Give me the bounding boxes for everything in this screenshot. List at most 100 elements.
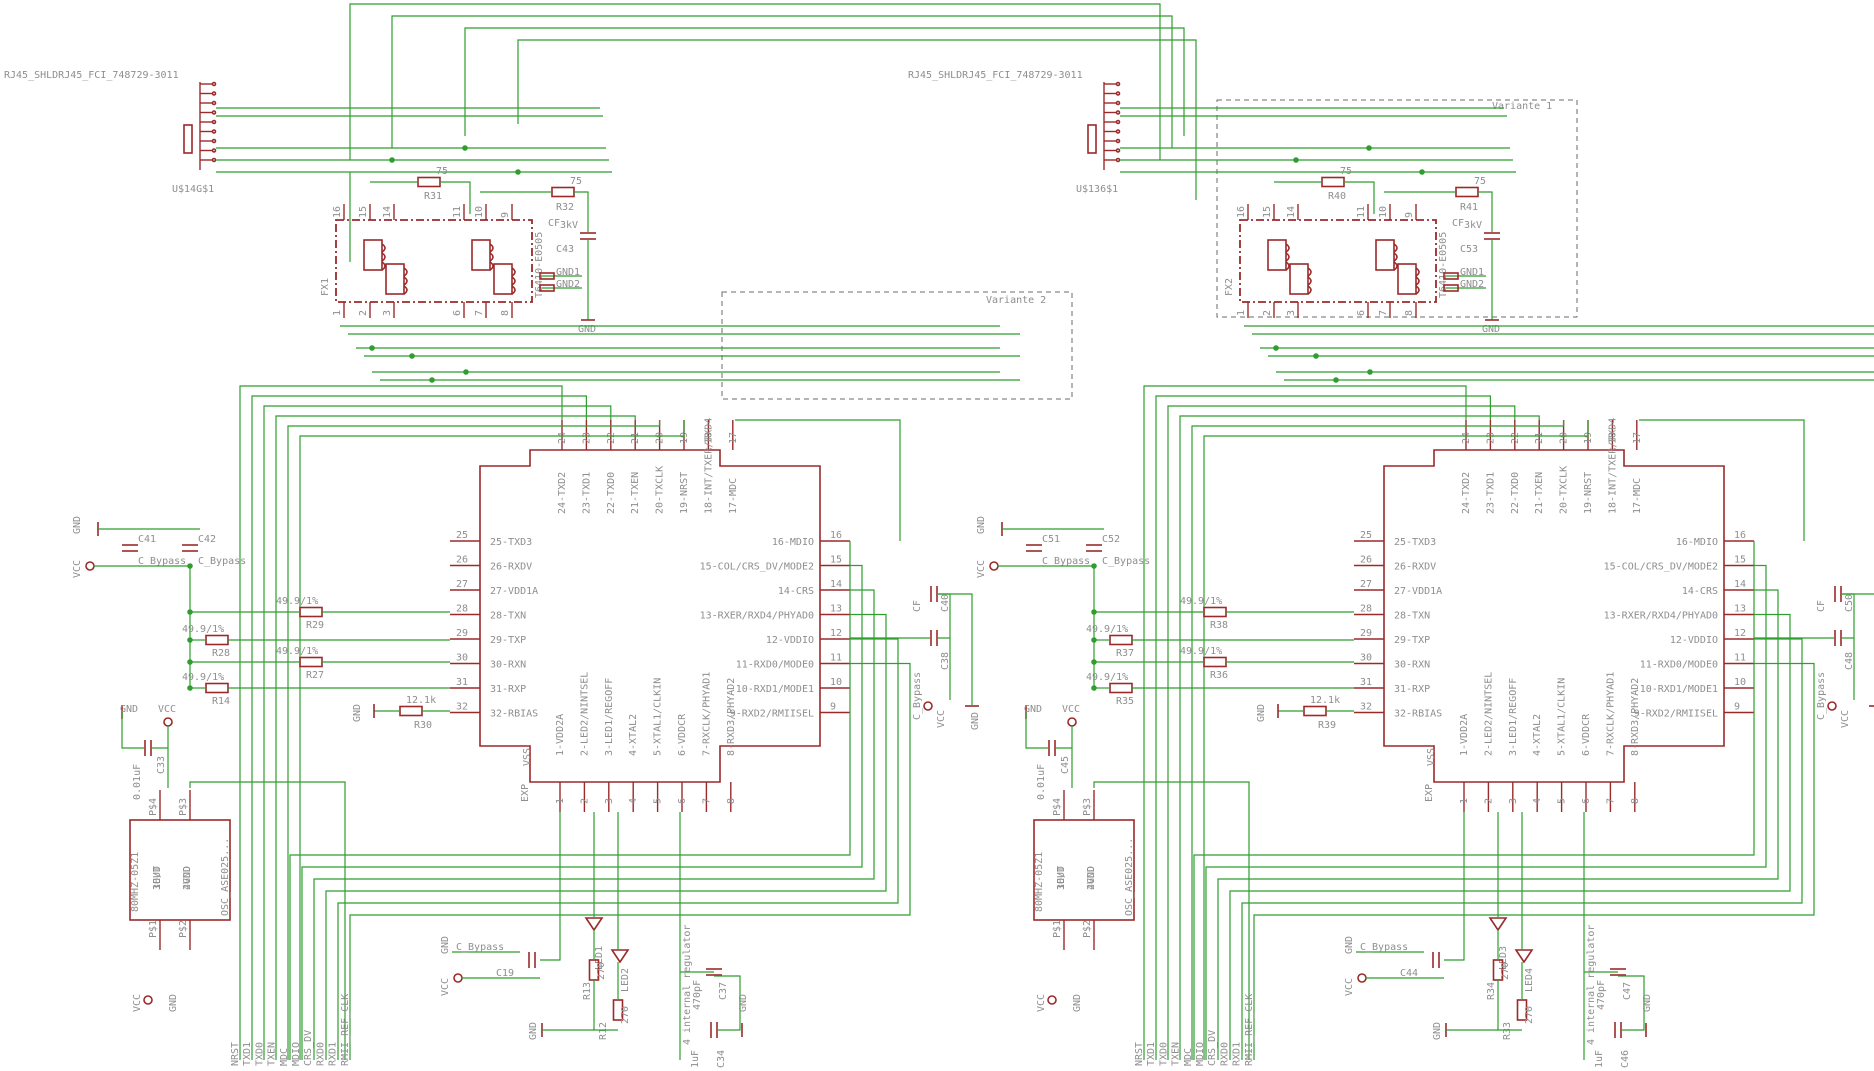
phy-pin-top-name: 20-TXCLK — [1559, 466, 1570, 514]
transformer-pin-top-num: 11 — [1356, 206, 1367, 218]
phy-pin-left-name: 32-RBIAS — [1394, 709, 1442, 720]
bus-wire — [299, 420, 685, 1060]
cap-bypass-b-ref: C52 — [1102, 534, 1120, 545]
gnd-pad — [539, 284, 555, 292]
gnd-pad-label: GND1 — [1460, 267, 1484, 278]
bus-label: NRST — [230, 1042, 241, 1066]
phy-pin-bottom-name: 7-RXCLK/PHYAD1 — [701, 672, 712, 756]
phy-pin-right-num: 16 — [830, 530, 842, 541]
wire — [1093, 781, 1250, 1060]
gnd-label: GND — [738, 994, 749, 1012]
phy-pin-right-num: 11 — [1734, 653, 1746, 664]
bus-label: RMII_REF_CLK — [340, 994, 351, 1066]
phy-chip-body — [479, 449, 821, 783]
vcc-label: VCC — [132, 994, 143, 1012]
oscillator-pin: 4VDD — [182, 866, 193, 890]
termination-resistor-value: 49.9/1% — [182, 624, 224, 635]
vcc-symbol — [85, 561, 95, 571]
phy-pin-top-name: 17-MDC — [1632, 478, 1643, 514]
transformer-winding — [1285, 261, 1290, 271]
phy-pin-left-num: 28 — [1360, 604, 1372, 615]
cap-osc-value: 0.01uF — [132, 764, 143, 800]
phy-pin-top-num: 19 — [1583, 432, 1594, 444]
phy-pin-bottom-name: 3-LED1/REGOFF — [1508, 678, 1519, 756]
vcc-label: VCC — [1062, 704, 1080, 715]
bus-label: TXD1 — [1146, 1042, 1157, 1066]
rj45-pin-end — [211, 100, 217, 106]
cf-label: CF — [548, 218, 560, 229]
cap-bypass-a-value: C_Bypass — [1042, 556, 1090, 567]
led-b-symbol — [1514, 949, 1534, 964]
junction-dot — [187, 659, 193, 665]
transformer-coil — [471, 239, 491, 271]
cap-cf-value: CF — [912, 600, 923, 612]
transformer-winding — [1393, 252, 1398, 262]
wire — [1842, 593, 1874, 595]
phy-pin-bottom-name: 8-RXD3/PHYAD2 — [1630, 678, 1641, 756]
phy-pin-left-num: 30 — [456, 653, 468, 664]
phy-pin-bottom-name: 1-VDD2A — [1459, 714, 1470, 756]
regulator-annotation: 4 internal regulator — [1586, 925, 1597, 1045]
phy-chip-body — [1383, 449, 1725, 783]
cap-3kv-ref: C43 — [556, 244, 574, 255]
phy-pin-left-name: 27-VDD1A — [1394, 586, 1442, 597]
junction-dot — [369, 345, 375, 351]
phy-pin-right-num: 14 — [830, 579, 842, 590]
gnd-label: GND — [1482, 324, 1500, 335]
phy-pin-right-name: 12-VDDIO — [766, 635, 814, 646]
rbias-resistor-ref: R39 — [1318, 720, 1336, 731]
vcc-symbol — [1047, 995, 1057, 1005]
gnd-pad — [1443, 272, 1459, 280]
transformer-type: T6410-E0505 — [534, 232, 545, 298]
termination-resistor — [1203, 656, 1227, 668]
cap-bypass-a-ref: C41 — [138, 534, 156, 545]
rj45-pin-end — [1115, 91, 1121, 96]
phy-pin-bottom-num: 1 — [1459, 798, 1470, 804]
oscillator-pad: P$3 — [178, 798, 189, 816]
led-resistor-b-ref: R33 — [1502, 1022, 1513, 1040]
phy-pin-right-num: 12 — [1734, 628, 1746, 639]
resistor-75-b-ref: R32 — [556, 202, 574, 213]
rbias-resistor-value: 12.1k — [1310, 695, 1340, 706]
cf-label: CF — [1452, 218, 1464, 229]
phy-pin-right-name: 13-RXER/RXD4/PHYAD0 — [700, 611, 814, 622]
phy-pin-left-name: 28-TXN — [1394, 611, 1430, 622]
transformer-winding — [489, 243, 494, 253]
wire — [440, 181, 471, 214]
bus-wire — [289, 541, 851, 1060]
cap-vdd2a-ref: C19 — [496, 968, 514, 979]
phy-pin-left-num: 26 — [456, 555, 468, 566]
termination-resistor-ref: R35 — [1116, 696, 1134, 707]
transformer-winding — [1307, 276, 1312, 286]
termination-resistor-value: 49.9/1% — [276, 646, 318, 657]
transformer-pin-bottom-num: 8 — [1404, 310, 1415, 316]
gnd-label: GND — [528, 1022, 539, 1040]
phy-pin-right-num: 13 — [830, 604, 842, 615]
bus-label: MDC — [1183, 1048, 1194, 1066]
transformer-winding — [1307, 285, 1312, 295]
frame-variante-2 — [721, 291, 1073, 400]
oscillator-pad: P$2 — [178, 920, 189, 938]
phy-pin-top-num: 18 — [1607, 432, 1618, 444]
junction-dot — [429, 377, 435, 383]
phy-pin-top-num: 23 — [581, 432, 592, 444]
phy-pin-right-num: 12 — [830, 628, 842, 639]
bus-wire — [239, 385, 563, 1060]
transformer-type: T6410-E0505 — [1438, 232, 1449, 298]
cap-vddio-ref: C48 — [1844, 652, 1855, 670]
gnd-label: GND — [1344, 936, 1355, 954]
cap-cf-value: CF — [1816, 600, 1827, 612]
bus-wire — [325, 613, 887, 1060]
phy-pin-bottom-name: 5-XTAL1/CLKIN — [653, 678, 664, 756]
transformer-winding — [403, 267, 408, 277]
resistor-75-b — [551, 186, 575, 198]
termination-resistor-value: 49.9/1% — [1180, 596, 1222, 607]
phy-pin-left-name: 26-RXDV — [490, 562, 532, 573]
bus-wire — [1155, 395, 1492, 1060]
phy-pin-left-num: 28 — [456, 604, 468, 615]
rj45-pin-end — [1115, 81, 1121, 87]
termination-resistor-ref: R38 — [1210, 620, 1228, 631]
resistor-75-b-ref: R41 — [1460, 202, 1478, 213]
wire — [1618, 975, 1645, 1031]
cap-bypass-b-value: C_Bypass — [198, 556, 246, 567]
